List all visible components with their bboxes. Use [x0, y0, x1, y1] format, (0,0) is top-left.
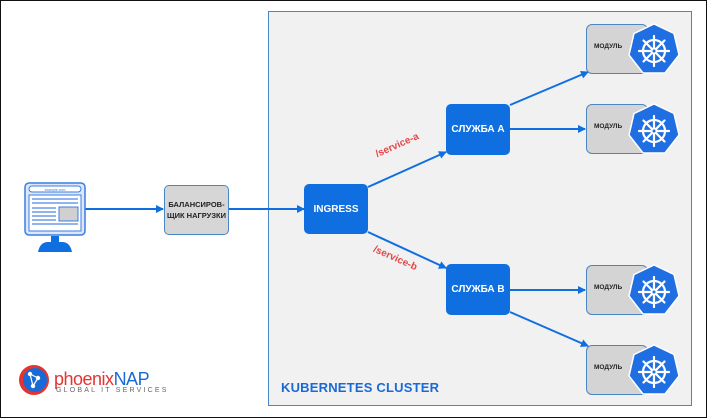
logo-tagline: GLOBAL IT SERVICES	[56, 387, 169, 394]
pod-node: МОДУЛЬ	[586, 102, 682, 156]
cluster-label: KUBERNETES CLUSTER	[281, 380, 440, 395]
ingress-node: INGRESS	[304, 184, 368, 234]
ingress-label: INGRESS	[313, 203, 359, 215]
arrow-service-a-to-pod-1	[509, 71, 589, 106]
arrow-ingress-to-service-b	[367, 231, 447, 269]
kubernetes-helm-icon	[627, 102, 681, 155]
arrow-ingress-to-service-a	[367, 151, 447, 188]
service-a-label: СЛУЖБА A	[451, 124, 505, 135]
logo-brand-phoenix: phoenix	[54, 369, 114, 389]
phoenixnap-globe-icon	[19, 365, 49, 395]
pod-label: МОДУЛЬ	[594, 43, 623, 50]
load-balancer-label-line2: ЩИК НАГРУЗКИ	[166, 211, 226, 220]
phoenixnap-logo: phoenixNAP GLOBAL IT SERVICES	[18, 364, 198, 396]
pod-node: МОДУЛЬ	[586, 263, 682, 317]
arrow-service-b-to-pod-4	[509, 311, 589, 347]
load-balancer-node: БАЛАНСИРОВ- ЩИК НАГРУЗКИ	[164, 185, 229, 235]
pod-label: МОДУЛЬ	[594, 123, 623, 130]
service-b-node: СЛУЖБА B	[446, 264, 510, 315]
pod-node: МОДУЛЬ	[586, 343, 682, 397]
logo-brand-nap: NAP	[113, 369, 150, 389]
kubernetes-helm-icon	[627, 22, 681, 75]
pod-label: МОДУЛЬ	[594, 284, 623, 291]
kubernetes-helm-icon	[627, 343, 681, 396]
service-b-label: СЛУЖБА B	[451, 284, 505, 295]
pod-label: МОДУЛЬ	[594, 364, 623, 371]
kubernetes-helm-icon	[627, 263, 681, 316]
client-monitor-icon: example.com	[24, 182, 86, 252]
client-url: example.com	[45, 188, 66, 192]
pod-node: МОДУЛЬ	[586, 22, 682, 76]
logo-wordmark: phoenixNAP	[54, 369, 150, 390]
service-a-node: СЛУЖБА A	[446, 104, 510, 155]
load-balancer-label-line1: БАЛАНСИРОВ-	[168, 200, 225, 209]
